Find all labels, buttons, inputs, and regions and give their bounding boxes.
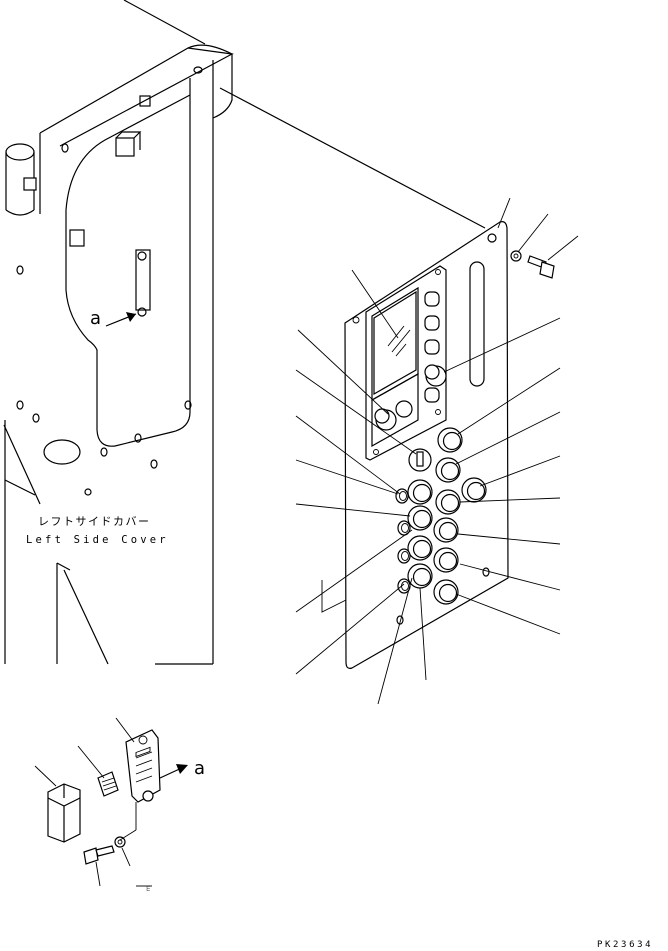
view-arrow-top: a — [90, 308, 137, 329]
switch-button — [407, 479, 433, 505]
leader-line — [517, 213, 549, 253]
leader-line — [443, 317, 561, 373]
leader-line — [479, 455, 561, 487]
switch-button — [407, 505, 433, 531]
detail-view-a: a E — [34, 717, 205, 893]
leader-line — [295, 369, 417, 455]
leader-line — [351, 269, 399, 339]
leader-lines — [295, 197, 579, 705]
leader-line — [419, 587, 427, 681]
switch-button — [433, 579, 459, 605]
leader-line — [455, 593, 561, 635]
leader-line — [295, 583, 405, 675]
monitor-panel — [219, 87, 509, 669]
leader-line — [295, 459, 399, 495]
leader-line — [295, 503, 411, 517]
switch-button — [435, 489, 461, 515]
leader-line — [459, 497, 561, 503]
switch-button — [407, 563, 433, 589]
knob — [424, 364, 447, 387]
leader-line — [295, 529, 413, 613]
leader-line — [295, 415, 401, 495]
switch-button — [435, 457, 461, 483]
panel-washer — [510, 250, 522, 262]
leader-line — [455, 411, 561, 465]
indicator-lamp — [395, 488, 409, 504]
leader-line — [497, 197, 511, 229]
drawing-code: PK23634 — [597, 940, 653, 950]
key-switch — [408, 448, 432, 472]
leader-line — [547, 235, 579, 261]
panel-bolt — [527, 255, 555, 279]
cover-label-english: Left Side Cover — [26, 534, 169, 546]
view-label-top: a — [90, 308, 101, 329]
indicator-lamp — [397, 520, 411, 536]
leader-line — [457, 367, 561, 435]
left-side-cover-label: レフトサイドカバー Left Side Cover — [3, 424, 169, 665]
leader-line — [457, 533, 561, 545]
leader-line — [321, 580, 347, 613]
indicator-lamp — [397, 548, 411, 564]
switch-button — [407, 535, 433, 561]
partial-label: E — [146, 885, 150, 893]
view-label-bottom: a — [194, 758, 205, 779]
leader-line — [297, 329, 389, 415]
leader-line — [459, 563, 561, 591]
switch-button — [437, 427, 463, 453]
switch-button — [433, 547, 459, 573]
switch-button — [461, 477, 487, 503]
leader-line — [377, 577, 413, 705]
cover-label-japanese: レフトサイドカバー — [38, 515, 151, 528]
switch-button — [433, 517, 459, 543]
left-side-cover-frame — [4, 0, 234, 665]
